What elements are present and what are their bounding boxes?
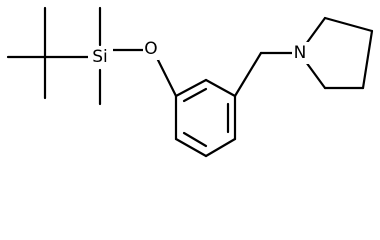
pyrrolidine-bond-3 — [361, 29, 374, 90]
ring-bond-4 — [204, 137, 237, 158]
ring-bond-2 — [204, 78, 237, 98]
ring-bond-5 — [174, 137, 208, 158]
nitrogen-atom-label: N — [294, 43, 307, 63]
silicon-atom-label: Si — [92, 47, 108, 67]
oxygen-atom-label: O — [144, 39, 157, 59]
si-label-background — [88, 46, 113, 68]
o-label-background — [143, 38, 159, 60]
structure-canvas: Si O N — [6, 6, 374, 158]
ring-inner-bond-3 — [182, 131, 208, 148]
ring-bond-1 — [174, 78, 208, 98]
pyrrolidine-bond-2 — [323, 16, 374, 33]
structure-diagram: Si O N — [6, 6, 374, 158]
pyrrolidine-bond-1 — [304, 16, 327, 46]
bond-o-to-ring — [155, 56, 178, 98]
bond-ring-to-ch2 — [233, 51, 263, 98]
n-label-background — [292, 42, 309, 64]
pyrrolidine-bond-5 — [304, 60, 327, 90]
ring-inner-bond-1 — [182, 87, 208, 103]
